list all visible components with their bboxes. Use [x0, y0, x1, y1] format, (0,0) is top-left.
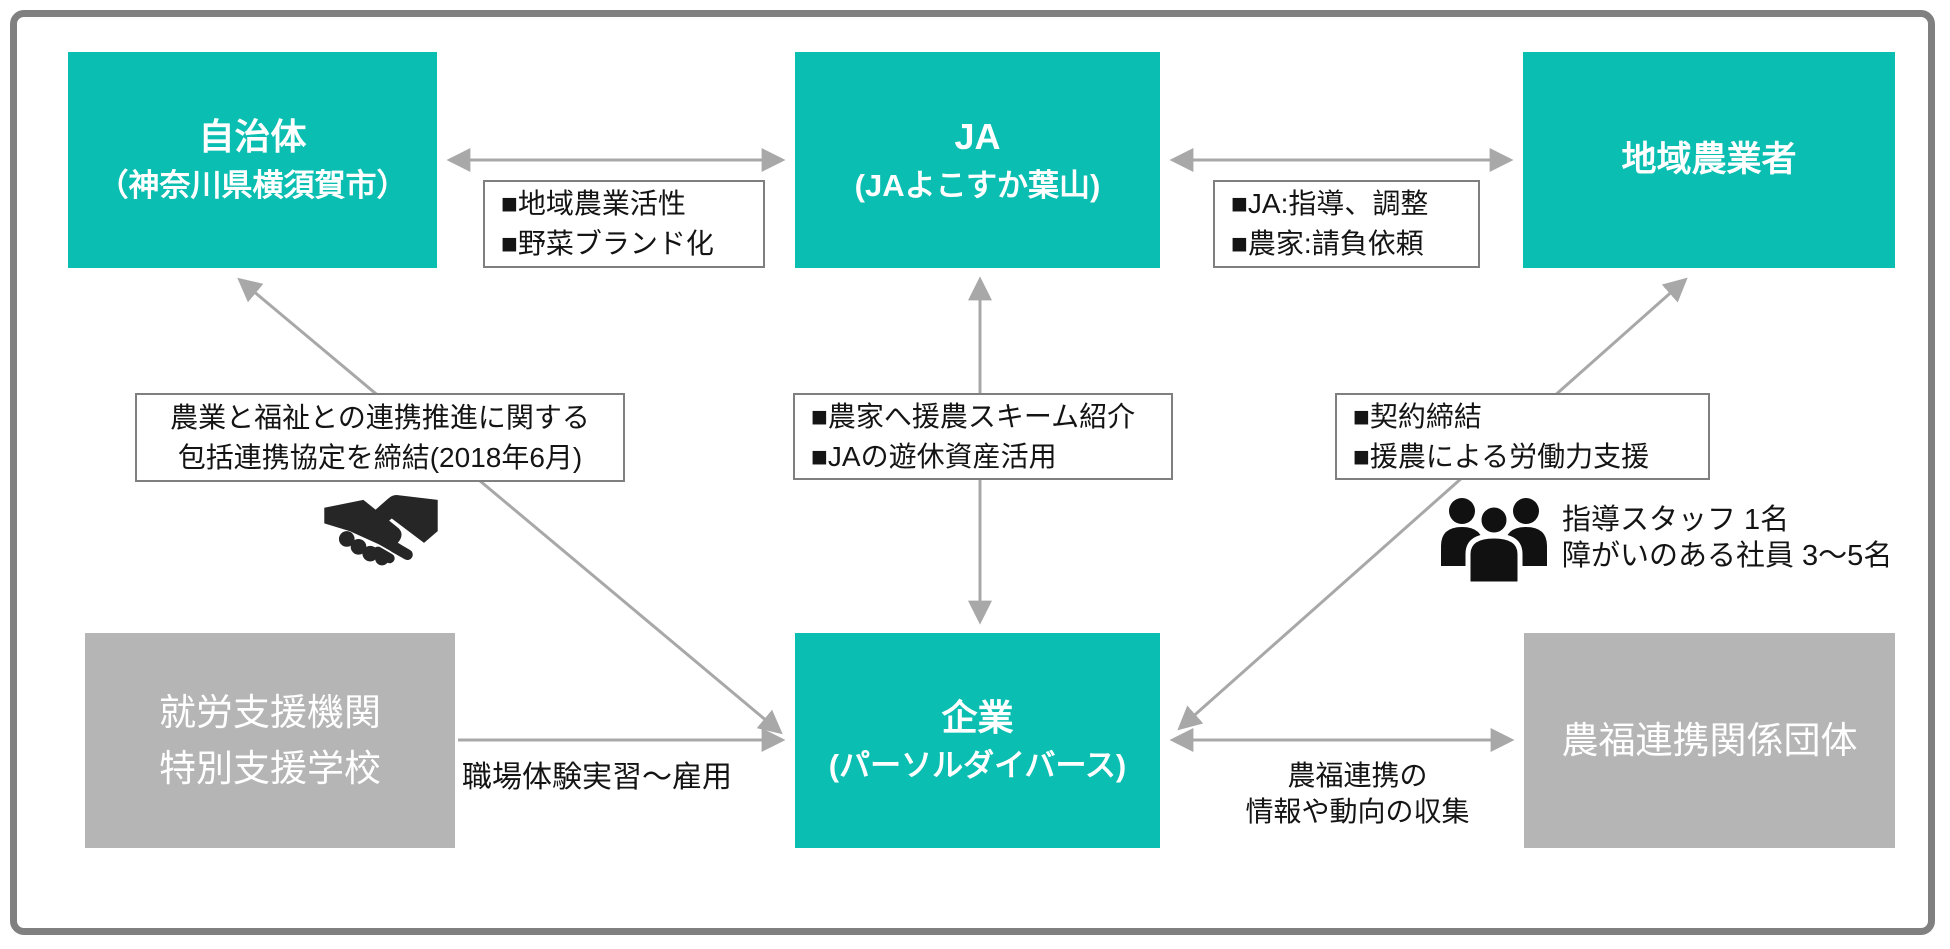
node-ja: JA (JAよこすか葉山) — [795, 52, 1160, 268]
people-group-icon — [1436, 494, 1552, 589]
text-staff-line2: 障がいのある社員 3～5名 — [1562, 540, 1893, 573]
node-company: 企業 (パーソルダイバース) — [795, 633, 1160, 848]
node-org: 農福連携関係団体 — [1524, 633, 1895, 848]
text-info-line1: 農福連携の — [1287, 760, 1428, 791]
node-support-line1: 就労支援機関 — [159, 692, 381, 733]
arrow-municipality-company — [237, 277, 783, 735]
label-ja-farmers-line2: ■農家:請負依頼 — [1231, 228, 1424, 259]
label-scheme: ■農家へ援農スキーム紹介 ■JAの遊休資産活用 — [793, 393, 1173, 480]
text-info: 農福連携の 情報や動向の収集 — [1225, 758, 1490, 831]
handshake-icon — [322, 494, 440, 587]
label-scheme-line1: ■農家へ援農スキーム紹介 — [811, 400, 1136, 432]
node-company-subtitle: (パーソルダイバース) — [828, 748, 1127, 784]
label-contract-line2: ■援農による労働力支援 — [1353, 440, 1650, 472]
label-agreement: 農業と福祉との連携推進に関する 包括連携協定を締結(2018年6月) — [135, 393, 625, 482]
text-employment: 職場体験実習～雇用 — [462, 761, 732, 794]
outer-frame — [10, 10, 1935, 935]
label-municipality-ja-line2: ■野菜ブランド化 — [501, 228, 714, 259]
node-ja-title: JA — [954, 116, 1001, 158]
text-staff: 指導スタッフ 1名 障がいのある社員 3～5名 — [1562, 502, 1922, 575]
node-support-line2: 特別支援学校 — [159, 747, 381, 789]
text-staff-line1: 指導スタッフ 1名 — [1562, 504, 1790, 536]
node-municipality-subtitle: （神奈川県横須賀市） — [97, 167, 408, 203]
label-contract: ■契約締結 ■援農による労働力支援 — [1335, 393, 1710, 480]
node-company-title: 企業 — [941, 696, 1014, 738]
label-municipality-ja: ■地域農業活性 ■野菜ブランド化 — [483, 180, 765, 268]
label-ja-farmers: ■JA:指導、調整 ■農家:請負依頼 — [1213, 180, 1480, 268]
node-farmers: 地域農業者 — [1523, 52, 1895, 268]
label-agreement-line2: 包括連携協定を締結(2018年6月) — [177, 441, 583, 473]
node-farmers-title: 地域農業者 — [1621, 139, 1797, 179]
node-org-title: 農福連携関係団体 — [1561, 719, 1858, 761]
label-municipality-ja-line1: ■地域農業活性 — [501, 188, 686, 220]
text-info-line2: 情報や動向の収集 — [1245, 796, 1470, 828]
node-municipality: 自治体 （神奈川県横須賀市） — [68, 52, 437, 268]
node-support: 就労支援機関 特別支援学校 — [85, 633, 455, 848]
label-contract-line1: ■契約締結 — [1353, 400, 1482, 432]
node-ja-subtitle: (JAよこすか葉山) — [854, 167, 1101, 203]
label-agreement-line1: 農業と福祉との連携推進に関する — [170, 401, 590, 433]
label-ja-farmers-line1: ■JA:指導、調整 — [1231, 188, 1429, 220]
arrow-company-farmers — [1177, 277, 1688, 731]
node-municipality-title: 自治体 — [198, 116, 307, 158]
label-scheme-line2: ■JAの遊休資産活用 — [811, 440, 1057, 472]
